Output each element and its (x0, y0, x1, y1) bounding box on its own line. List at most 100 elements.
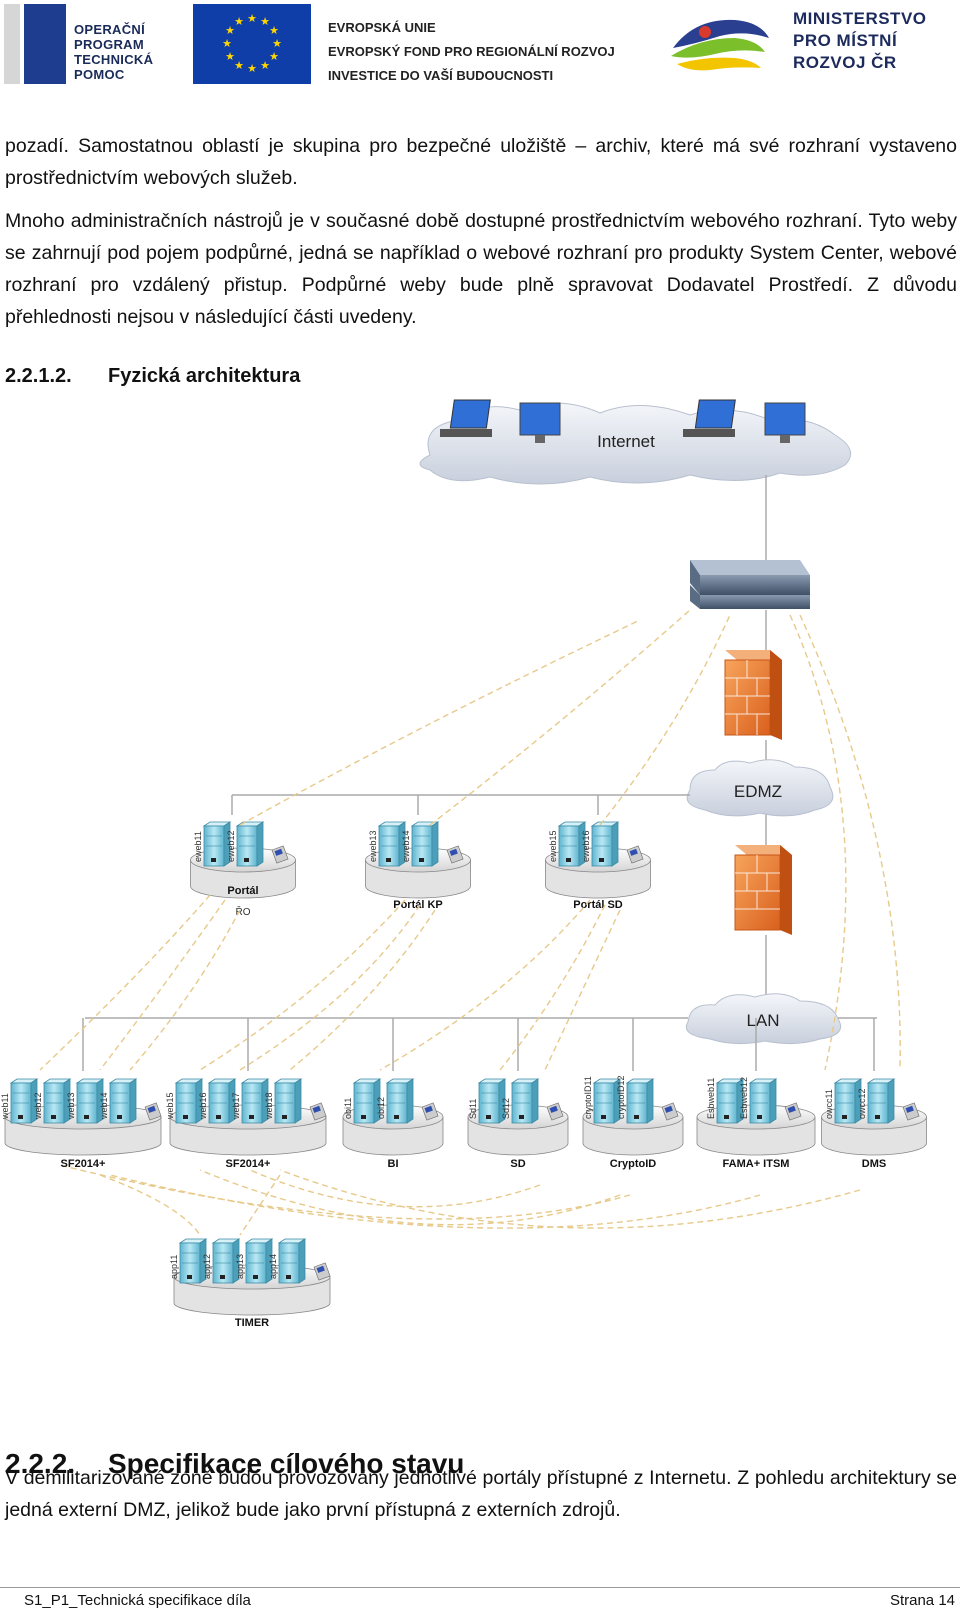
server-name: obi11 (343, 1098, 353, 1119)
laptop-icon (683, 399, 736, 437)
server-name: web12 (33, 1092, 43, 1120)
lan-cloud: LAN (685, 993, 842, 1045)
page-header: OPERAČNÍ PROGRAM TECHNICKÁ POMOC ★★★ ★★★… (0, 0, 960, 90)
disk-icon (144, 1102, 162, 1121)
server-name: eweb16 (581, 830, 591, 862)
server-name: app14 (268, 1254, 278, 1279)
group-label: FAMA+ ITSM (723, 1158, 790, 1170)
eu-text-line: INVESTICE DO VAŠÍ BUDOUCNOSTI (328, 68, 554, 83)
h2-number: 2.2.2. (5, 1448, 76, 1479)
group-label: Portál SD (573, 899, 623, 911)
internet-label: Internet (597, 432, 655, 451)
laptop-icon (440, 399, 492, 437)
edmz-label: EDMZ (734, 782, 782, 801)
server-name: Sd12 (501, 1098, 511, 1119)
op-tp-logo: OPERAČNÍ PROGRAM TECHNICKÁ POMOC (4, 4, 178, 84)
group-label: SF2014+ (226, 1158, 271, 1170)
server-icon: web16 (198, 1078, 237, 1124)
section-title: Fyzická architektura (108, 365, 301, 387)
server-icon: app12 (202, 1238, 241, 1284)
monitor-icon (764, 402, 806, 443)
server-icon: app14 (268, 1238, 307, 1284)
disk-icon (271, 845, 289, 864)
lan-label: LAN (746, 1011, 779, 1030)
mmr-text-line: MINISTERSTVO (793, 9, 927, 28)
svg-text:★: ★ (247, 62, 257, 75)
server-icon: eweb15 (548, 821, 587, 867)
server-name: eweb11 (193, 831, 203, 862)
server-name: eweb12 (226, 830, 236, 862)
disk-icon (546, 1102, 564, 1121)
group-label: DMS (862, 1158, 886, 1170)
server-icon: cryptoID12 (616, 1075, 655, 1124)
server-name: web15 (165, 1092, 175, 1120)
mmr-text-line: PRO MÍSTNÍ (793, 31, 898, 50)
section-number: 2.2.1.2. (5, 365, 72, 387)
disk-icon (309, 1102, 327, 1121)
group-label: Portál KP (393, 899, 443, 911)
server-name: app11 (169, 1255, 179, 1279)
svg-text:★: ★ (222, 37, 232, 50)
svg-text:★: ★ (272, 37, 282, 50)
group-sublabel: ŘO (236, 905, 251, 918)
mmr-text-line: ROZVOJ ČR (793, 53, 897, 72)
disk-icon (626, 845, 644, 864)
server-icon: eweb12 (226, 821, 265, 867)
svg-text:★: ★ (234, 15, 244, 28)
group-label: SF2014+ (61, 1158, 106, 1170)
server-icon: Sd11 (468, 1078, 507, 1124)
server-icon: Esbweb11 (706, 1078, 745, 1124)
svg-text:★: ★ (225, 24, 235, 37)
op-logo-line: OPERAČNÍ (74, 22, 146, 37)
disk-icon (784, 1102, 802, 1121)
group-label: TIMER (235, 1317, 269, 1329)
server-name: obi12 (376, 1097, 386, 1119)
h2-heading: 2.2.2. Specifikace cílového stavu (5, 1448, 464, 1480)
server-name: owcc12 (857, 1088, 867, 1119)
server-name: Sd11 (468, 1099, 478, 1119)
paragraph-admin-tools: Mnoho administračních nástrojů je v souč… (5, 210, 957, 328)
group-label: CryptoID (610, 1158, 657, 1170)
group-label: Portál (227, 885, 258, 897)
svg-text:★: ★ (269, 24, 279, 37)
disk-icon (446, 845, 464, 864)
server-name: web16 (198, 1092, 208, 1120)
mmr-text-block: MINISTERSTVO PRO MÍSTNÍ ROZVOJ ČR (793, 8, 927, 74)
server-icon: eweb11 (193, 821, 232, 867)
footer-page-number: Strana 14 (889, 1592, 955, 1609)
op-logo-line: TECHNICKÁ (74, 52, 154, 67)
firewall-icon (724, 650, 782, 740)
server-icon: owcc12 (857, 1078, 896, 1124)
server-icon: eweb16 (581, 821, 620, 867)
server-name: web11 (0, 1093, 10, 1120)
server-icon: web12 (33, 1078, 72, 1124)
op-logo-line: POMOC (74, 67, 125, 82)
svg-text:★: ★ (269, 50, 279, 63)
disk-icon (421, 1102, 439, 1121)
mmr-logo-icon (665, 8, 775, 78)
monitor-icon (519, 402, 561, 443)
server-name: cryptoID11 (583, 1076, 593, 1119)
disk-icon (902, 1102, 920, 1121)
server-icon: owcc11 (824, 1078, 863, 1124)
architecture-diagram: Internet (0, 399, 927, 1329)
server-icon: web13 (66, 1078, 105, 1124)
group-label: BI (388, 1158, 399, 1170)
eu-text-line: EVROPSKÝ FOND PRO REGIONÁLNÍ ROZVOJ (328, 44, 615, 59)
server-icon: app11 (169, 1238, 208, 1284)
server-icon: eweb13 (368, 821, 407, 867)
section-heading: 2.2.1.2. Fyzická architektura (5, 365, 300, 388)
footer-divider (0, 1587, 960, 1588)
server-name: Esbweb12 (739, 1077, 749, 1119)
h2-title: Specifikace cílového stavu (108, 1448, 465, 1479)
group-label: SD (510, 1158, 525, 1170)
svg-text:★: ★ (260, 15, 270, 28)
